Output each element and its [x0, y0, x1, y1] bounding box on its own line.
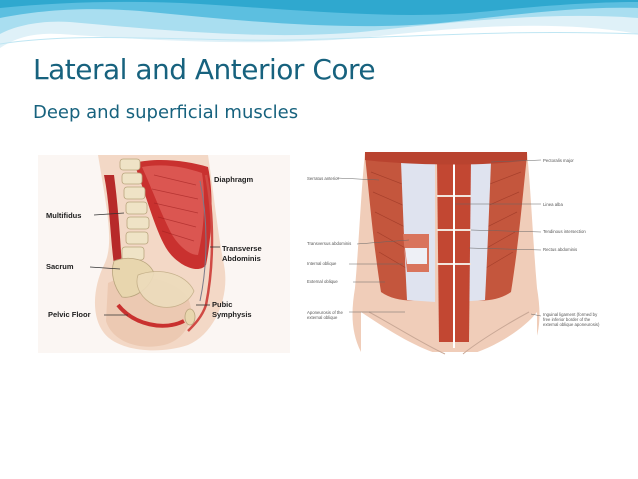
label-pectoralis-major: Pectoralis major — [543, 158, 574, 163]
label-sacrum: Sacrum — [46, 262, 74, 271]
label-aponeurosis: Aponeurosis of the external oblique — [307, 310, 343, 320]
label-transverse: Transverse — [222, 244, 262, 253]
anterior-core-illustration: Serratus anterior Pectoralis major Linea… — [305, 152, 605, 360]
label-symphysis: Symphysis — [212, 310, 252, 319]
label-serratus-anterior: Serratus anterior — [307, 176, 340, 181]
slide-title: Lateral and Anterior Core — [33, 53, 376, 86]
anterior-core-drawing — [336, 152, 542, 360]
label-rectus-abdominis: Rectus abdominis — [543, 247, 578, 252]
lateral-core-drawing — [89, 155, 226, 351]
label-internal-oblique: Internal oblique — [307, 261, 337, 266]
label-diaphragm: Diaphragm — [214, 175, 254, 184]
slide-subtitle: Deep and superficial muscles — [33, 102, 299, 123]
label-linea-alba: Linea alba — [543, 202, 563, 207]
label-abdominis: Abdominis — [222, 254, 261, 263]
label-multifidus: Multifidus — [46, 211, 82, 220]
label-transversus-abdominis: Transversus abdominis — [307, 241, 352, 246]
header-wave-decoration — [0, 0, 638, 53]
label-inguinal-ligament: Inguinal ligament (formed by free inferi… — [543, 312, 600, 327]
lateral-core-illustration: Diaphragm Multifidus Transverse Abdomini… — [38, 155, 290, 353]
label-pubic: Pubic — [212, 300, 233, 309]
label-tendinous-intersection: Tendinous intersection — [543, 229, 586, 234]
label-pelvic-floor: Pelvic Floor — [48, 310, 91, 319]
label-external-oblique: External oblique — [307, 279, 338, 284]
